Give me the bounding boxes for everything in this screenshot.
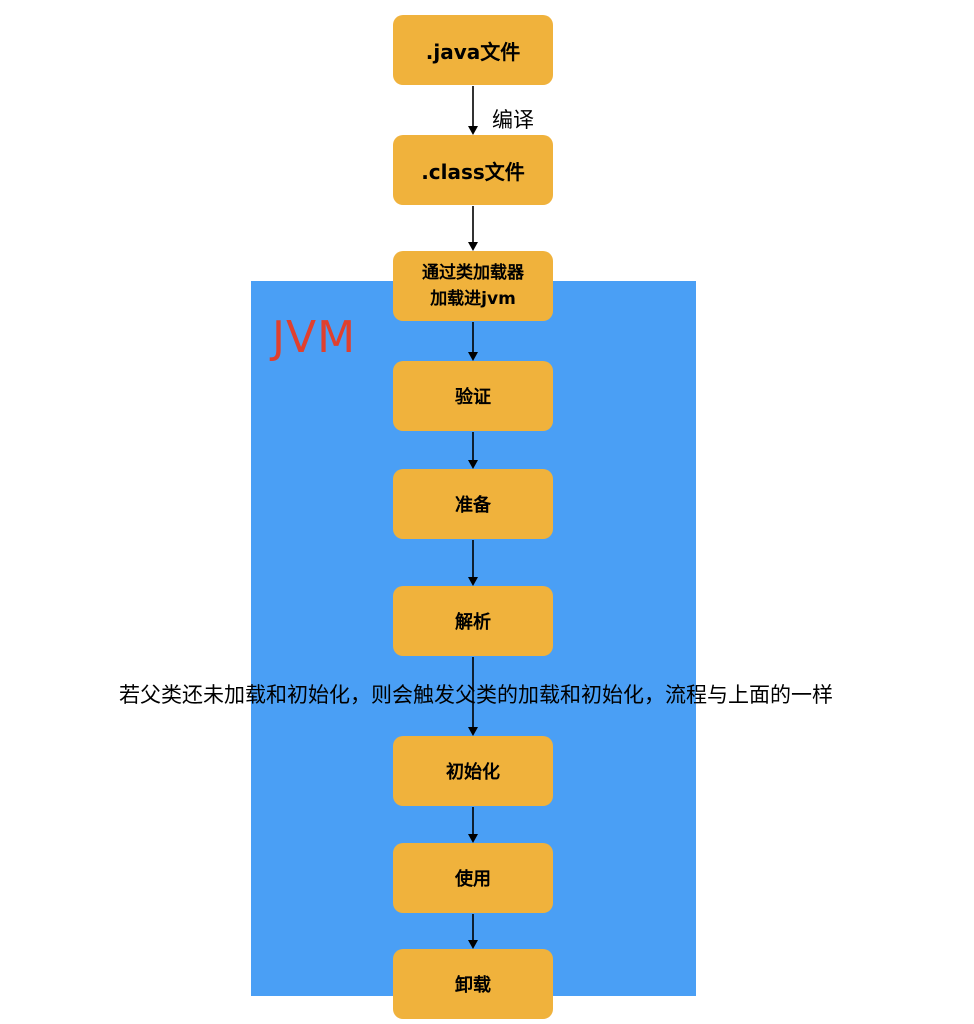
node-resolve-label: 解析	[455, 612, 491, 633]
node-verify-label: 验证	[455, 387, 491, 408]
node-prepare-label: 准备	[455, 495, 491, 516]
node-initialize-label: 初始化	[446, 762, 500, 783]
node-unload-label: 卸载	[455, 975, 491, 996]
arrow-resolve-to-initialize	[468, 657, 478, 736]
edge-label-compile: 编译	[492, 108, 534, 132]
node-prepare: 准备	[393, 469, 553, 539]
arrow-initialize-to-use	[468, 807, 478, 843]
node-java-file: .java文件	[393, 15, 553, 85]
arrow-use-to-unload	[468, 914, 478, 949]
node-use-label: 使用	[455, 869, 491, 890]
arrow-java-to-class	[468, 86, 478, 135]
node-use: 使用	[393, 843, 553, 913]
node-initialize: 初始化	[393, 736, 553, 806]
node-java-file-label: .java文件	[425, 39, 521, 64]
node-verify: 验证	[393, 361, 553, 431]
parent-class-note: 若父类还未加载和初始化，则会触发父类的加载和初始化，流程与上面的一样	[119, 683, 833, 707]
node-class-loader: 通过类加载器 加载进jvm	[393, 251, 553, 321]
node-class-loader-label: 通过类加载器 加载进jvm	[422, 263, 524, 309]
arrow-prepare-to-resolve	[468, 540, 478, 586]
jvm-label: JVM	[272, 312, 357, 363]
node-unload: 卸载	[393, 949, 553, 1019]
arrow-loader-to-verify	[468, 322, 478, 361]
node-class-file: .class文件	[393, 135, 553, 205]
node-class-file-label: .class文件	[421, 159, 525, 184]
arrow-verify-to-prepare	[468, 432, 478, 469]
node-resolve: 解析	[393, 586, 553, 656]
arrow-class-to-loader	[468, 206, 478, 251]
